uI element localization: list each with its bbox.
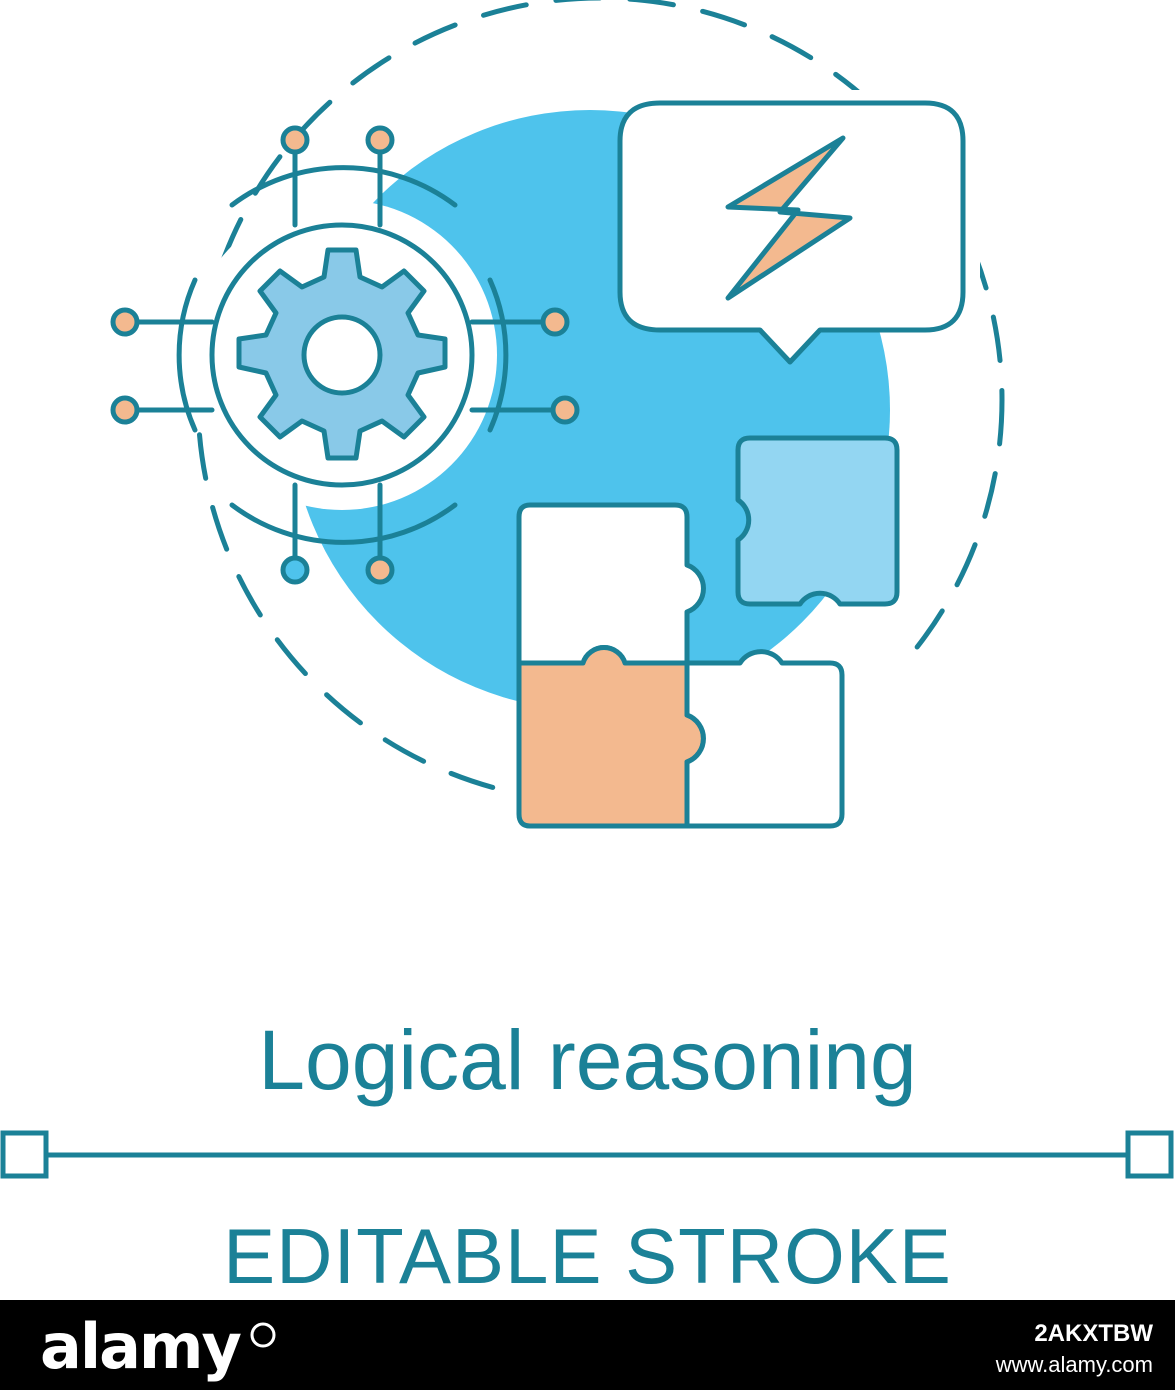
puzzle-piece-bottom-right [684, 649, 845, 829]
lightning-bolt-icon [725, 135, 853, 301]
concept-title: Logical reasoning [258, 1013, 917, 1107]
gear-icon [236, 247, 448, 461]
image-id: 2AKXTBW [1034, 1320, 1153, 1347]
circuit-node-dots [110, 125, 580, 585]
brand-mark-icon [250, 1322, 276, 1348]
puzzle-piece-bottom-left [516, 645, 706, 829]
divider-line [0, 1130, 1174, 1179]
puzzle-piece-top-left [516, 502, 706, 666]
watermark-footer: alamy 2AKXTBW www.alamy.com [0, 1300, 1175, 1390]
site-url: www.alamy.com [995, 1352, 1153, 1377]
editable-stroke-label: EDITABLE STROKE [223, 1212, 952, 1300]
brand-logo: alamy [40, 1310, 242, 1383]
puzzle-pieces-icon [516, 435, 900, 829]
logical-reasoning-illustration [0, 0, 1174, 1179]
puzzle-piece-top-right [735, 435, 900, 607]
